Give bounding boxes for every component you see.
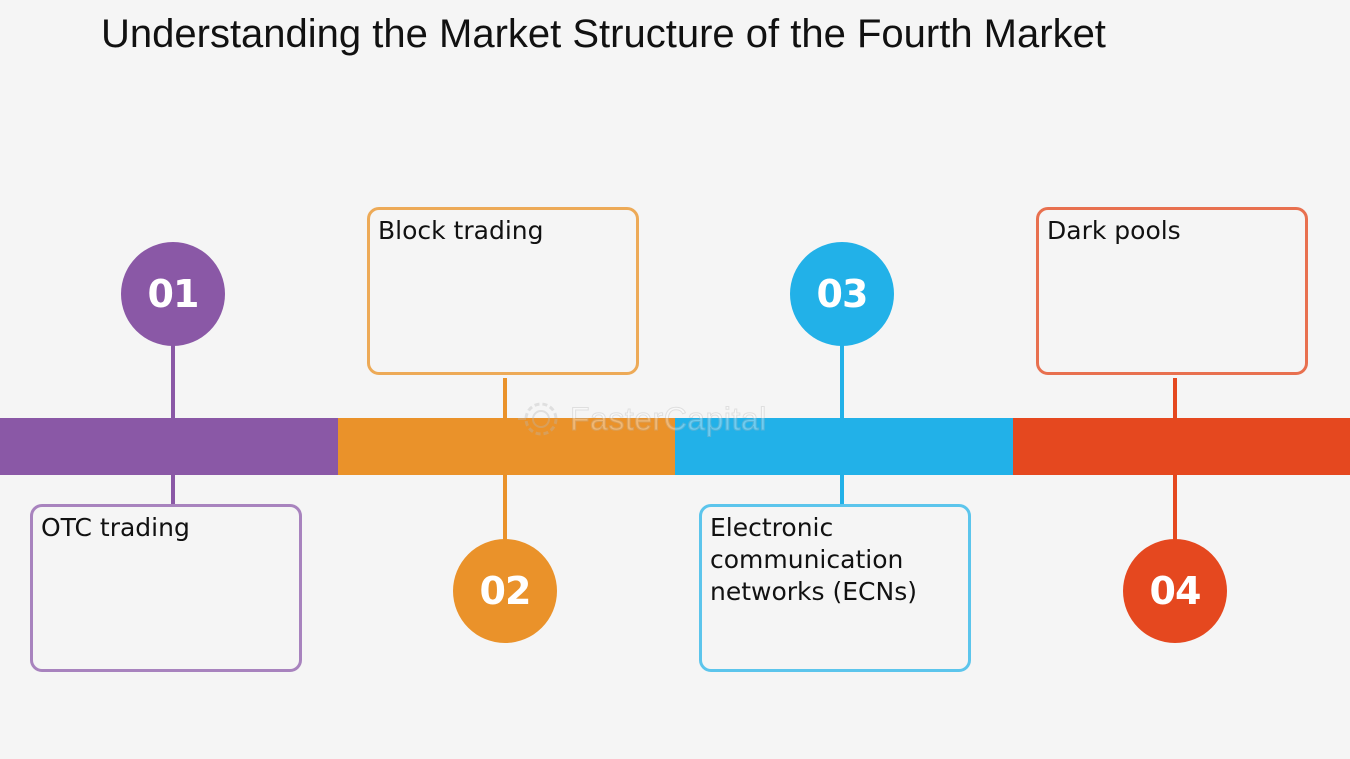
connector-line-4a — [1173, 378, 1177, 420]
page-title: Understanding the Market Structure of th… — [101, 12, 1106, 56]
connector-line-2b — [503, 473, 507, 541]
watermark: FasterCapital — [516, 394, 767, 444]
timeline-segment-1 — [0, 418, 338, 475]
step-number-4: 04 — [1149, 569, 1202, 613]
step-label-3: Electronic communication networks (ECNs) — [710, 513, 917, 606]
connector-line-3b — [840, 473, 844, 506]
connector-line-3a — [840, 344, 844, 420]
step-number-circle-4: 04 — [1123, 539, 1227, 643]
step-number-1: 01 — [147, 272, 200, 316]
step-label-1: OTC trading — [41, 513, 190, 542]
step-number-2: 02 — [479, 569, 532, 613]
step-box-2: Block trading — [367, 207, 639, 375]
step-box-3: Electronic communication networks (ECNs) — [699, 504, 971, 672]
step-number-3: 03 — [816, 272, 869, 316]
step-box-1: OTC trading — [30, 504, 302, 672]
connector-line-2a — [503, 378, 507, 420]
connector-line-1b — [171, 473, 175, 506]
connector-line-1a — [171, 344, 175, 420]
step-number-circle-2: 02 — [453, 539, 557, 643]
step-number-circle-3: 03 — [790, 242, 894, 346]
timeline-segment-3 — [675, 418, 1013, 475]
step-label-2: Block trading — [378, 216, 544, 245]
connector-line-4b — [1173, 473, 1177, 541]
timeline-segment-2 — [338, 418, 675, 475]
gear-icon — [518, 402, 558, 436]
watermark-text: FasterCapital — [570, 400, 767, 437]
step-box-4: Dark pools — [1036, 207, 1308, 375]
step-label-4: Dark pools — [1047, 216, 1181, 245]
step-number-circle-1: 01 — [121, 242, 225, 346]
timeline-segment-4 — [1013, 418, 1350, 475]
